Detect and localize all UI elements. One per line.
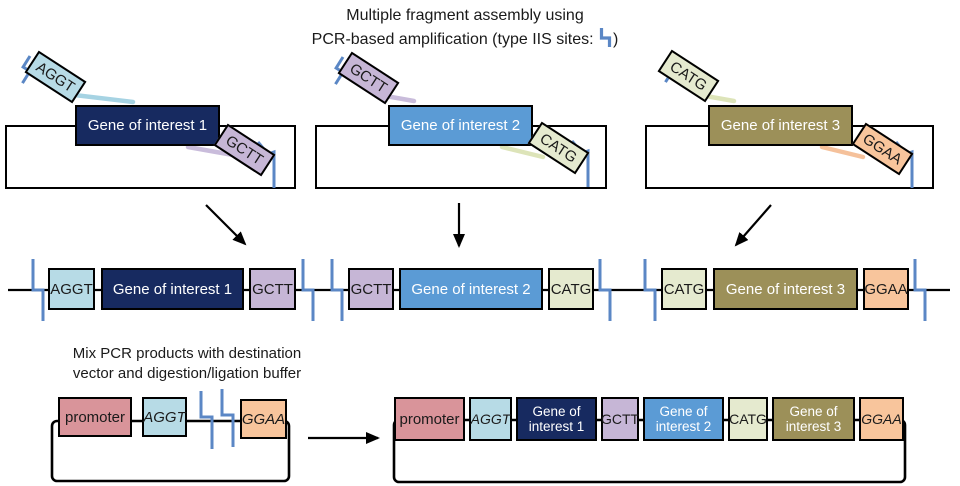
final-gene1-box: Gene of interest 1 [516,397,597,441]
dest-promoter-box: promoter [58,397,132,437]
final-site-ggaa: GGAA [859,397,904,441]
diagram-title: Multiple fragment assembly using PCR-bas… [225,5,705,51]
cut-site-icon [643,259,657,321]
title-line2-suffix: ) [613,31,619,48]
product2-gene: Gene of interest 2 [399,268,543,310]
cut-site-icon [913,259,927,321]
final-site-gctt: GCTT [601,397,639,441]
final-gene2-box: Gene of interest 2 [643,397,724,441]
cut-site-icon [301,259,315,321]
final-site-catg: CATG [728,397,768,441]
product2-left-site: GCTT [348,268,394,310]
final-gene3-box: Gene of interest 3 [772,397,855,441]
cut-site-icon [330,259,344,321]
final-site-aggt: AGGT [469,397,512,441]
cut-site-icon [598,259,612,321]
title-line2: PCR-based amplification (type IIS sites:… [225,27,705,51]
product3-left-site: CATG [661,268,707,310]
product1-gene: Gene of interest 1 [101,268,244,310]
primer-tail-catg-rev2 [499,144,546,160]
gene1-box: Gene of interest 1 [75,105,220,146]
title-line1: Multiple fragment assembly using [346,7,584,24]
product3-gene: Gene of interest 3 [713,268,858,310]
gene2-box: Gene of interest 2 [388,105,533,146]
cut-site-icon [199,391,214,449]
cut-site-icon [220,389,235,447]
product2-right-site: CATG [548,268,594,310]
mix-line2: vector and digestion/ligation buffer [72,365,302,382]
product1-left-site: AGGT [48,268,95,310]
cut-site-icon [31,259,45,321]
product3-right-site: GGAA [863,268,909,310]
primer-tail-ggaa-rev3 [819,144,866,160]
type-iis-cut-site-icon [599,28,612,47]
arrow-down-1 [205,204,247,246]
gene3-box: Gene of interest 3 [708,105,853,146]
product1-right-site: GCTT [249,268,296,310]
final-promoter-box: promoter [394,397,465,441]
mix-line1: Mix PCR products with destination [72,345,302,362]
mix-instruction: Mix PCR products with destination vector… [28,344,346,384]
dest-left-site-box: AGGT [142,397,187,437]
arrow-down-3 [734,204,772,247]
dest-right-site-box: GGAA [240,399,287,439]
title-line2-text: PCR-based amplification (type IIS sites: [311,31,594,48]
